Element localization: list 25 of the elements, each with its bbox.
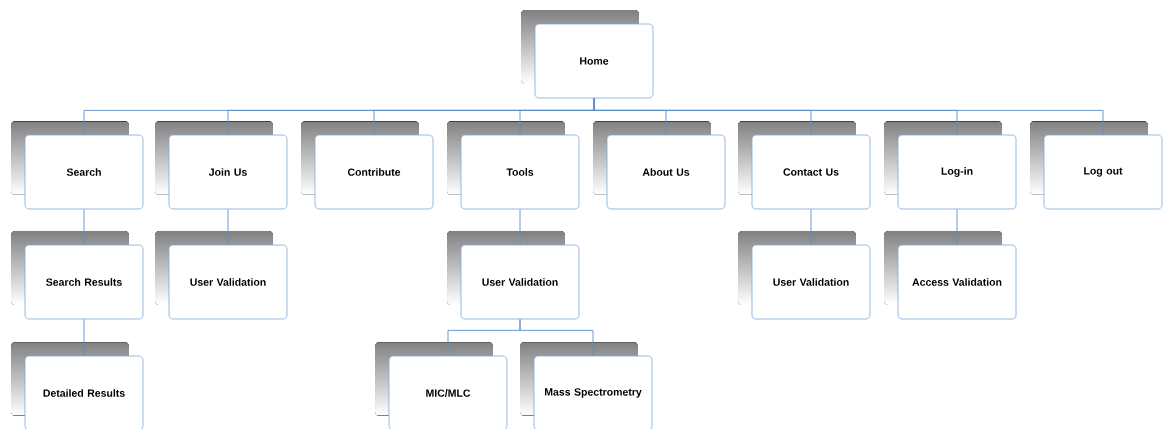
connector-line — [810, 208, 812, 246]
page-box: Log out — [1030, 121, 1163, 210]
page-box: Detailed Results — [11, 342, 144, 429]
connector-line — [519, 208, 521, 246]
page-box: Join Us — [155, 121, 288, 210]
page-box: MIC/MLC — [375, 342, 508, 429]
page-box: User Validation — [738, 231, 871, 320]
connector-line — [519, 318, 594, 357]
page-box: Tools — [447, 121, 580, 210]
page-box: About Us — [593, 121, 726, 210]
page-box: Search — [11, 121, 144, 210]
page-box: Contribute — [301, 121, 434, 210]
connector-line — [83, 318, 85, 357]
connector-line — [227, 208, 229, 246]
connector-line — [593, 97, 1104, 136]
page-box: Log-in — [884, 121, 1017, 210]
page-box: User Validation — [447, 231, 580, 320]
page-box: Search Results — [11, 231, 144, 320]
connector-line — [83, 208, 85, 246]
page-box: Contact Us — [738, 121, 871, 210]
page-box: User Validation — [155, 231, 288, 320]
page-box: Access Validation — [884, 231, 1017, 320]
page-box: Home — [521, 10, 654, 99]
page-box: Mass Spectrometry — [520, 342, 653, 429]
connector-line — [956, 208, 958, 246]
